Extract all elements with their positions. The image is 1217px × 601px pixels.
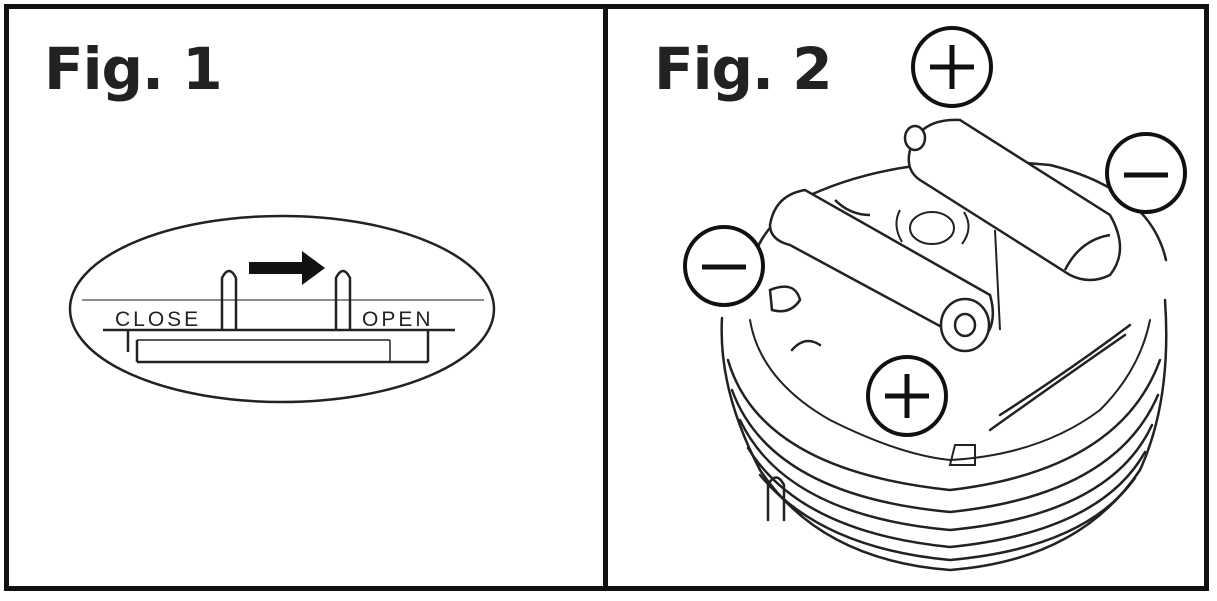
close-label: CLOSE bbox=[115, 308, 201, 331]
compartment-center-marking bbox=[895, 209, 1001, 331]
polarity-plus-bottom bbox=[866, 355, 948, 437]
slide-arrow-icon bbox=[249, 251, 325, 285]
polarity-minus-left bbox=[683, 225, 765, 307]
switch-post-close bbox=[220, 269, 238, 330]
switch-oval bbox=[68, 214, 496, 404]
switch-diagram bbox=[68, 214, 496, 404]
open-label: OPEN bbox=[362, 308, 434, 331]
battery-compartment bbox=[720, 160, 1168, 572]
panel-divider bbox=[603, 4, 608, 591]
figure-1-title: Fig. 1 bbox=[44, 35, 223, 103]
figure-2-title: Fig. 2 bbox=[654, 35, 833, 103]
polarity-plus-top bbox=[911, 26, 993, 108]
switch-post-open bbox=[334, 269, 352, 330]
polarity-minus-right bbox=[1105, 132, 1187, 214]
battery-front bbox=[768, 188, 995, 353]
battery-back bbox=[903, 118, 1122, 282]
housing-outline bbox=[720, 298, 1168, 572]
